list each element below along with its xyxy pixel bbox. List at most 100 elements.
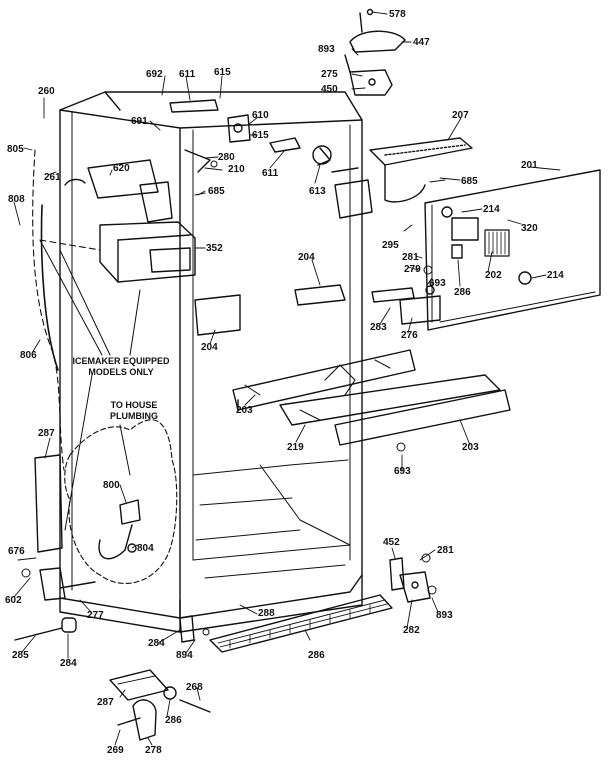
part-label: 278 bbox=[145, 745, 162, 756]
foot-bracket-277 bbox=[39, 567, 96, 601]
part-label: 893 bbox=[436, 610, 453, 621]
note-icemaker-line2: MODELS ONLY bbox=[88, 367, 154, 377]
fan-duct-207 bbox=[369, 137, 473, 203]
part-label: 805 bbox=[7, 144, 24, 155]
shelf-219 bbox=[279, 374, 501, 426]
thermostat-610 bbox=[227, 114, 251, 143]
part-label: 281 bbox=[402, 252, 419, 263]
leader-lines bbox=[13, 11, 561, 746]
part-label: 284 bbox=[148, 638, 165, 649]
icemaker-bin-352 bbox=[99, 221, 196, 283]
part-label: 285 bbox=[12, 650, 29, 661]
part-label: 268 bbox=[186, 682, 203, 693]
part-label: 283 bbox=[370, 322, 387, 333]
cabinet-shell bbox=[59, 91, 363, 633]
part-label: 280 bbox=[218, 152, 235, 163]
part-label: 320 bbox=[521, 223, 538, 234]
roller-287 bbox=[109, 669, 169, 701]
bracket-284 bbox=[179, 615, 195, 643]
part-label: 685 bbox=[461, 176, 478, 187]
light-cover-447 bbox=[349, 8, 406, 53]
shelf-rail-203b bbox=[334, 389, 511, 446]
part-label: 693 bbox=[394, 466, 411, 477]
part-label: 806 bbox=[20, 350, 37, 361]
part-label: 202 bbox=[485, 270, 502, 281]
wire-harness-280 bbox=[184, 149, 211, 173]
part-label: 615 bbox=[252, 130, 269, 141]
part-label: 287 bbox=[38, 428, 55, 439]
part-label: 578 bbox=[389, 9, 406, 20]
part-label: 804 bbox=[137, 543, 154, 554]
part-label: 204 bbox=[298, 252, 315, 263]
part-label: 276 bbox=[401, 330, 418, 341]
icemaker-water-line bbox=[32, 149, 101, 471]
part-label: 894 bbox=[176, 650, 193, 661]
part-label: 219 bbox=[287, 442, 304, 453]
part-label: 214 bbox=[483, 204, 500, 215]
bracket-275 bbox=[344, 54, 393, 96]
part-label: 450 bbox=[321, 84, 338, 95]
part-label: 260 bbox=[38, 86, 55, 97]
part-label: 602 bbox=[5, 595, 22, 606]
damper-276 bbox=[371, 285, 441, 325]
shelf-channel-203 bbox=[232, 349, 416, 411]
part-label: 611 bbox=[179, 69, 196, 80]
part-label: 286 bbox=[454, 287, 471, 298]
part-label: 352 bbox=[206, 243, 223, 254]
part-label: 808 bbox=[8, 194, 25, 205]
water-valve-bubble bbox=[64, 419, 178, 584]
part-label: 288 bbox=[258, 608, 275, 619]
part-label: 286 bbox=[308, 650, 325, 661]
part-label: 201 bbox=[521, 160, 538, 171]
leveler-264 bbox=[14, 617, 77, 641]
part-label: 214 bbox=[547, 270, 564, 281]
screws bbox=[21, 160, 446, 636]
part-label: 210 bbox=[228, 164, 245, 175]
part-label: 893 bbox=[318, 44, 335, 55]
part-label: 800 bbox=[103, 480, 120, 491]
part-label: 204 bbox=[201, 342, 218, 353]
part-label: 281 bbox=[437, 545, 454, 556]
part-label: 261 bbox=[44, 172, 61, 183]
part-label: 620 bbox=[113, 163, 130, 174]
part-label: 613 bbox=[309, 186, 326, 197]
part-label: 269 bbox=[107, 745, 124, 756]
roller-bracket-278 bbox=[117, 686, 211, 741]
bulb-shield-611b bbox=[269, 137, 301, 153]
hinge-282 bbox=[399, 571, 431, 603]
part-label: 203 bbox=[462, 442, 479, 453]
light-socket-611 bbox=[169, 99, 219, 113]
part-label: 286 bbox=[165, 715, 182, 726]
part-label: 452 bbox=[383, 537, 400, 548]
part-label: 611 bbox=[262, 168, 279, 179]
part-label: 207 bbox=[452, 110, 469, 121]
part-label: 203 bbox=[236, 405, 253, 416]
part-label: 610 bbox=[252, 110, 269, 121]
part-label: 279 bbox=[404, 264, 421, 275]
part-label: 295 bbox=[382, 240, 399, 251]
part-label: 282 bbox=[403, 625, 420, 636]
part-label: 693 bbox=[429, 278, 446, 289]
bracket-204 bbox=[194, 284, 346, 336]
part-label: 277 bbox=[87, 610, 104, 621]
note-house-line2: PLUMBING bbox=[110, 411, 158, 421]
part-label: 685 bbox=[208, 186, 225, 197]
water-line-806 bbox=[40, 204, 59, 371]
light-socket-620 bbox=[64, 159, 173, 223]
note-icemaker-line1: ICEMAKER EQUIPPED bbox=[72, 356, 170, 366]
part-label: 287 bbox=[97, 697, 114, 708]
part-label: 691 bbox=[131, 116, 148, 127]
part-label: 275 bbox=[321, 69, 338, 80]
note-house-line1: TO HOUSE bbox=[110, 400, 158, 410]
side-panel-267 bbox=[34, 454, 63, 553]
water-valve-804 bbox=[98, 499, 141, 560]
part-label: 676 bbox=[8, 546, 25, 557]
hinge-plate-452 bbox=[389, 557, 405, 591]
part-label: 284 bbox=[60, 658, 77, 669]
grille-266 bbox=[209, 594, 393, 653]
note-arrows bbox=[39, 239, 141, 531]
center-post-378 bbox=[324, 364, 356, 396]
fan-motor-613 bbox=[312, 145, 373, 219]
control-panel-201 bbox=[424, 169, 601, 331]
